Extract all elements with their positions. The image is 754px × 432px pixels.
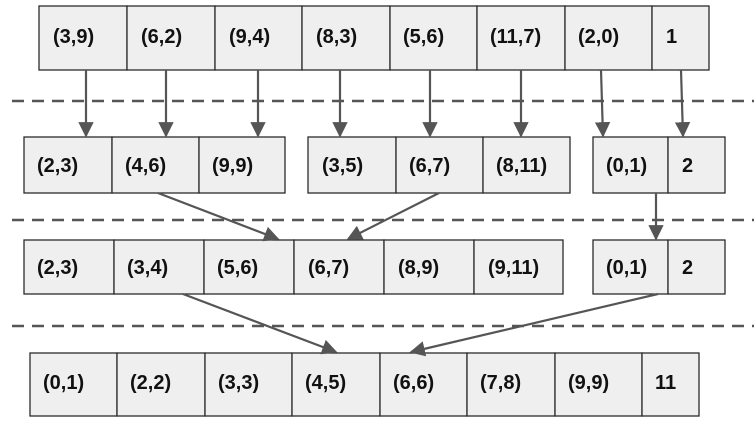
cell-label: 1 <box>666 26 677 48</box>
level-3-cell: (9,9) <box>554 352 643 417</box>
cell-label: (11,7) <box>490 26 541 48</box>
level-2-cell: 2 <box>667 239 726 295</box>
cell-label: (9,4) <box>229 26 270 48</box>
level-2-cell: (2,3) <box>23 239 115 295</box>
level-3-cell: (2,2) <box>116 352 206 417</box>
level-2-cell: (5,6) <box>203 239 295 295</box>
arrow-l2-to-l3 <box>182 292 338 355</box>
cell-label: (0,1) <box>606 155 647 177</box>
level-2-cell: (3,4) <box>113 239 205 295</box>
level-3-cell: (6,6) <box>379 352 468 417</box>
level-0-cell: 1 <box>651 5 710 71</box>
cell-label: (9,11) <box>488 257 539 279</box>
level-2-cell: (9,11) <box>473 239 564 295</box>
level-0-cell: (8,3) <box>301 5 391 71</box>
level-1-cell: 2 <box>667 136 726 194</box>
cell-label: (9,9) <box>568 372 609 394</box>
level-0-cell: (11,7) <box>476 5 566 71</box>
level-3-cell: (3,3) <box>204 352 293 417</box>
level-3-cell: 11 <box>641 352 700 417</box>
level-0-cell: (5,6) <box>389 5 478 71</box>
level-0-cell: (2,0) <box>564 5 653 71</box>
level-2-group-1: (2,3) (3,4) (5,6) (6,7) (8,9) (9,11) <box>23 239 564 295</box>
level-0-cell: (3,9) <box>38 5 128 71</box>
cell-label: (6,6) <box>393 372 434 394</box>
cell-label: (8,11) <box>496 155 547 177</box>
level-1-cell: (8,11) <box>482 136 571 194</box>
level-1-group-1: (2,3) (4,6) (9,9) <box>23 136 286 194</box>
cell-label: (6,7) <box>409 155 450 177</box>
cell-label: (3,4) <box>127 257 168 279</box>
level-2-cell: (6,7) <box>293 239 385 295</box>
level-3-cell: (0,1) <box>29 352 118 417</box>
arrow-l0-to-l1 <box>594 69 611 138</box>
level-1-cell: (0,1) <box>592 136 669 194</box>
level-1-cell: (4,6) <box>111 136 200 194</box>
cell-label: 2 <box>682 257 693 279</box>
level-1-group-3: (0,1) 2 <box>592 136 726 194</box>
cell-label: (8,3) <box>316 26 357 48</box>
level-1-group-2: (3,5) (6,7) (8,11) <box>307 136 571 194</box>
level-3-array: (0,1) (2,2) (3,3) (4,5) (6,6) (7,8) (9,9… <box>29 352 700 417</box>
cell-label: (6,2) <box>141 26 182 48</box>
cell-label: (0,1) <box>43 372 84 394</box>
arrow-l0-to-l1 <box>674 69 691 138</box>
cell-label: (9,9) <box>212 155 253 177</box>
level-1-cell: (3,5) <box>307 136 397 194</box>
level-2-cell: (8,9) <box>383 239 475 295</box>
cell-label: (5,6) <box>217 257 258 279</box>
level-0-array: (3,9) (6,2) (9,4) (8,3) (5,6) (11,7) (2,… <box>38 5 710 71</box>
cell-label: (8,9) <box>398 257 439 279</box>
cell-label: (3,9) <box>53 26 94 48</box>
cell-label: (7,8) <box>480 372 521 394</box>
cell-label: (3,5) <box>322 155 363 177</box>
arrow-l2-to-l3 <box>409 292 659 357</box>
level-0-cell: (6,2) <box>126 5 216 71</box>
cell-label: (2,2) <box>130 372 171 394</box>
level-1-cell: (2,3) <box>23 136 113 194</box>
cell-label: 11 <box>655 372 676 394</box>
cell-label: (3,3) <box>218 372 259 394</box>
cell-label: (2,3) <box>37 257 78 279</box>
level-3-cell: (7,8) <box>466 352 556 417</box>
cell-label: (4,6) <box>125 155 166 177</box>
cell-label: (6,7) <box>308 257 349 279</box>
cell-label: (0,1) <box>606 257 647 279</box>
arrow-l1-to-l2 <box>346 192 440 240</box>
level-1-cell: (6,7) <box>395 136 484 194</box>
cell-label: (5,6) <box>403 26 444 48</box>
level-1-cell: (9,9) <box>198 136 286 194</box>
cell-label: (2,3) <box>37 155 78 177</box>
cell-label: 2 <box>682 155 693 177</box>
cell-label: (2,0) <box>578 26 619 48</box>
level-3-cell: (4,5) <box>291 352 381 417</box>
level-2-group-2: (0,1) 2 <box>592 239 726 295</box>
level-2-cell: (0,1) <box>592 239 669 295</box>
cell-label: (4,5) <box>305 372 346 394</box>
level-0-cell: (9,4) <box>214 5 303 71</box>
arrow-l1-to-l2 <box>157 191 280 242</box>
